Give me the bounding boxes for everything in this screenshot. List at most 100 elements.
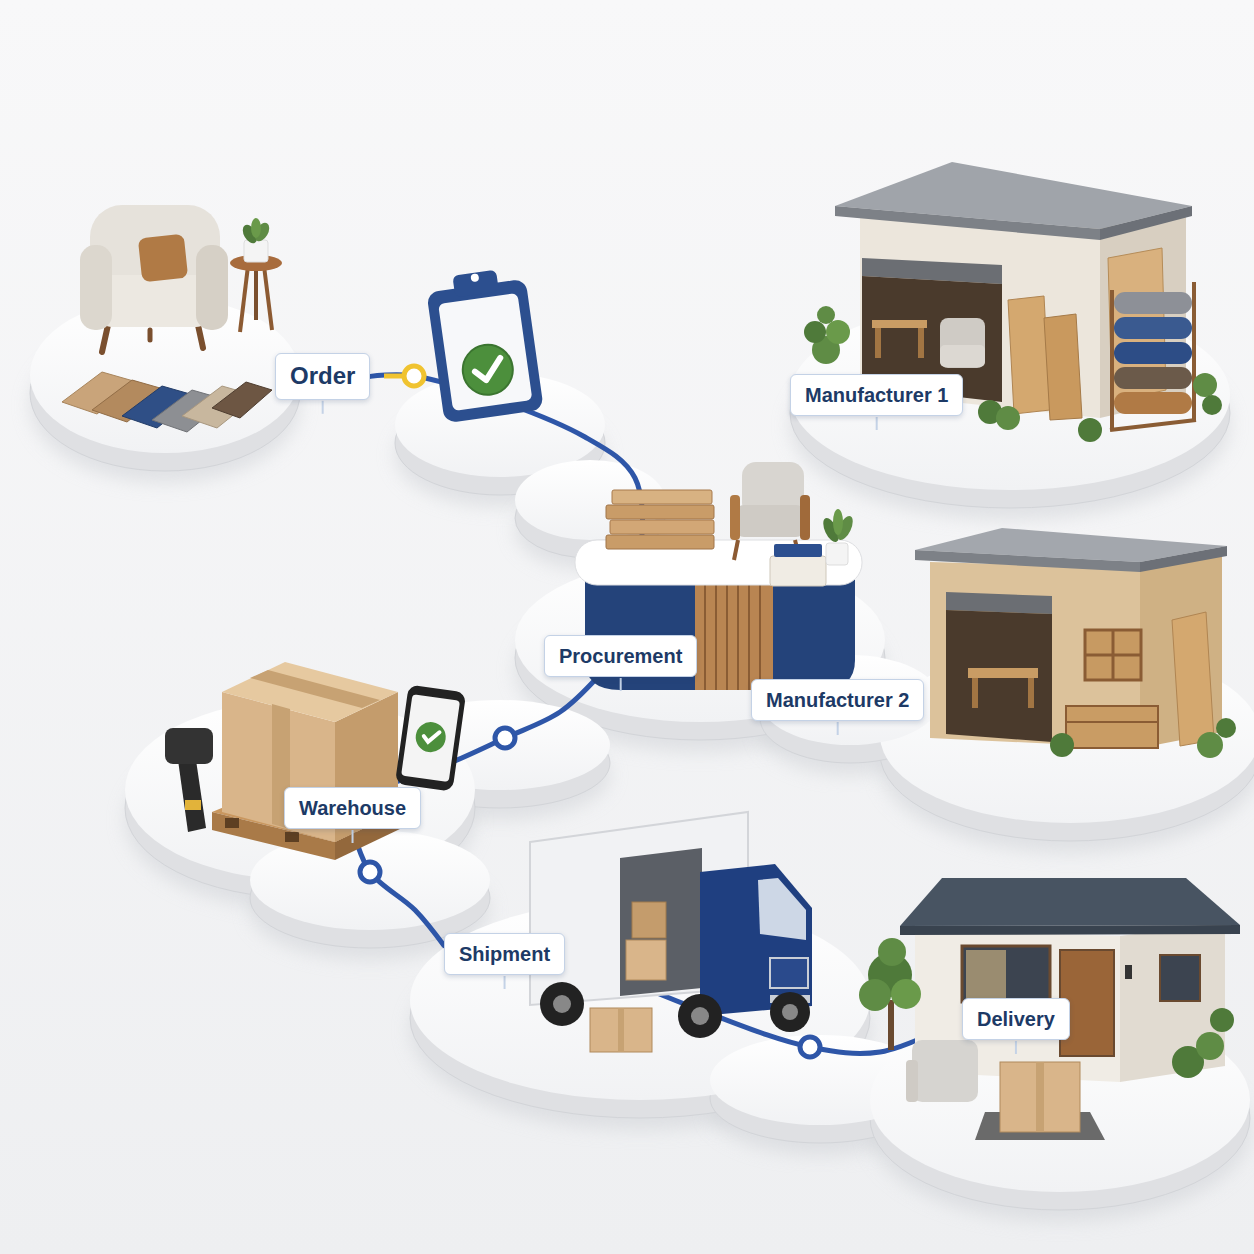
armchair <box>138 234 188 283</box>
factory-building <box>1008 296 1050 414</box>
armchair <box>80 205 228 352</box>
small-armchair <box>730 495 740 540</box>
workshop-building <box>1085 630 1141 680</box>
step-label: Warehouse <box>284 787 421 829</box>
document-box <box>770 544 826 586</box>
workshop-building <box>1050 733 1074 757</box>
house <box>888 1000 894 1050</box>
fabric-roll-rack <box>1114 317 1192 339</box>
phone-icon <box>401 694 460 782</box>
label-stem <box>352 830 354 843</box>
delivery-truck <box>691 1007 709 1025</box>
path-marker <box>360 728 820 1057</box>
factory-building <box>1044 314 1082 420</box>
clipboard-icon <box>474 358 504 382</box>
workshop-building <box>1172 612 1214 746</box>
shrubs <box>1202 395 1222 415</box>
house <box>1196 1032 1224 1060</box>
procurement-desk <box>726 585 728 690</box>
house <box>1000 1062 1080 1132</box>
armchair <box>100 275 208 327</box>
label-stem <box>876 417 878 430</box>
house <box>900 878 1240 926</box>
step-label: Shipment <box>444 933 565 975</box>
small-armchair <box>736 505 804 537</box>
label-stem <box>837 722 839 735</box>
house <box>859 878 1240 1140</box>
material-swatches <box>62 372 272 432</box>
document-box <box>774 544 822 557</box>
procurement-desk <box>748 585 750 690</box>
side-table <box>264 266 272 330</box>
factory-building <box>875 328 881 358</box>
workshop-building <box>1085 654 1141 657</box>
step-name: Manufacturer 1 <box>805 383 948 407</box>
fabric-roll-rack <box>1192 282 1196 420</box>
house <box>1210 1008 1234 1032</box>
yellow-link <box>384 366 424 386</box>
material-swatches <box>212 382 272 418</box>
armchair <box>148 330 153 340</box>
procurement-desk <box>705 585 760 690</box>
label-stem <box>1015 1041 1017 1054</box>
shrubs <box>1193 373 1217 397</box>
workshop-building <box>915 528 1236 758</box>
clipboard-icon <box>425 266 544 424</box>
wood-stack <box>610 520 714 534</box>
workshop-building <box>1216 718 1236 738</box>
path-marker <box>495 728 515 748</box>
house <box>859 979 891 1011</box>
step-label: Order <box>275 353 370 400</box>
barcode-scanner <box>178 760 206 832</box>
wood-stack <box>606 490 714 549</box>
potted-plant <box>833 509 843 535</box>
house <box>1160 955 1200 1001</box>
phone-icon <box>414 720 448 754</box>
factory-building <box>872 320 927 328</box>
clipboard-icon <box>438 293 532 411</box>
cardboard-box <box>250 670 380 708</box>
side-table <box>230 218 282 332</box>
armchair <box>102 325 108 352</box>
step-name: Manufacturer 2 <box>766 688 909 712</box>
shrubs <box>817 306 835 324</box>
small-armchair <box>734 540 738 560</box>
armchair <box>80 245 112 330</box>
workshop-building <box>968 668 1038 678</box>
delivery-truck <box>782 1004 798 1020</box>
delivery-truck <box>626 940 666 980</box>
delivery-truck <box>590 1008 652 1052</box>
house <box>891 979 921 1009</box>
house <box>900 925 1240 935</box>
document-box <box>770 556 826 586</box>
wood-stack <box>606 535 714 549</box>
clipboard-icon <box>426 279 543 424</box>
workshop-building <box>1028 678 1034 708</box>
procurement-desk <box>737 585 739 690</box>
phone-icon <box>395 685 466 792</box>
small-armchair <box>800 495 810 540</box>
step-label: Delivery <box>962 998 1070 1040</box>
phone-icon <box>423 730 439 743</box>
house <box>962 946 1050 1002</box>
house <box>1125 965 1132 979</box>
barcode-scanner <box>185 800 201 810</box>
delivery-truck <box>632 902 666 938</box>
path-marker <box>360 862 380 882</box>
house <box>878 938 906 966</box>
step-label: Manufacturer 1 <box>790 374 963 416</box>
factory-building <box>940 345 985 367</box>
side-table <box>254 268 258 320</box>
house <box>912 1040 978 1102</box>
step-name: Order <box>290 362 355 391</box>
clipboard-icon <box>452 270 499 298</box>
side-table <box>244 240 268 262</box>
phone-icon <box>395 685 466 792</box>
factory-building <box>918 328 924 358</box>
clipboard-icon <box>470 273 479 282</box>
step-name: Delivery <box>977 1007 1055 1031</box>
fabric-roll-rack <box>1114 392 1192 414</box>
